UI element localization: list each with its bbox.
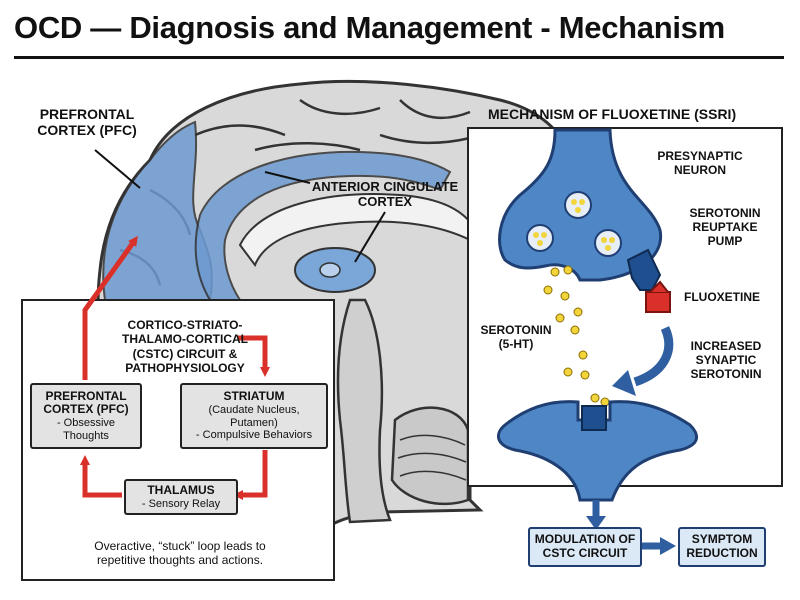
serotonin-label: SEROTONIN (5-HT) — [480, 323, 552, 351]
title-underline — [14, 56, 784, 59]
pfc-label: PREFRONTAL CORTEX (PFC) — [37, 106, 137, 139]
arrow-thalamus-to-pfc — [80, 455, 122, 498]
cerebellum — [390, 406, 470, 506]
cstc-node-striatum: STRIATUM (Caudate Nucleus, Putamen) - Co… — [180, 383, 328, 449]
ssri-heading: MECHANISM OF FLUOXETINE (SSRI) — [488, 106, 737, 122]
acc-leader-line — [264, 171, 311, 184]
acc-label: ANTERIOR CINGULATE CORTEX — [311, 179, 459, 209]
postsynaptic-neuron — [496, 400, 698, 502]
arrow-heading-to-striatum — [238, 335, 270, 377]
vesicles — [526, 191, 622, 257]
brainstem — [336, 298, 392, 524]
page-title: OCD — Diagnosis and Management - Mechani… — [14, 10, 725, 45]
serotonin-particles — [543, 265, 610, 407]
cstc-caption: Overactive, “stuck” loop leads to repeti… — [94, 539, 266, 567]
arrow-pfc-to-brain — [82, 235, 138, 380]
presynaptic-label: PRESYNAPTIC NEURON — [657, 149, 743, 177]
symptom-reduction-box: SYMPTOM REDUCTION — [678, 527, 766, 567]
modulation-box: MODULATION OF CSTC CIRCUIT — [528, 527, 642, 567]
cstc-heading: CORTICO-STRIATO- THALAMO-CORTICAL (CSTC)… — [122, 318, 248, 376]
increased-serotonin-label: INCREASED SYNAPTIC SEROTONIN — [690, 339, 762, 381]
cstc-node-thalamus: THALAMUS - Sensory Relay — [124, 479, 238, 515]
thalamus-leader-line — [354, 211, 386, 263]
increased-serotonin-arrow — [633, 326, 674, 387]
reuptake-label: SEROTONIN REUPTAKE PUMP — [689, 206, 761, 248]
receptor — [581, 405, 607, 431]
fluoxetine-blocker — [645, 291, 671, 313]
cstc-loop-arrows — [80, 235, 270, 500]
arrow-striatum-to-thalamus — [233, 450, 268, 500]
fluoxetine-label: FLUOXETINE — [684, 290, 761, 304]
pfc-leader-line — [94, 149, 141, 189]
cstc-node-pfc: PREFRONTAL CORTEX (PFC) - Obsessive Thou… — [30, 383, 142, 449]
